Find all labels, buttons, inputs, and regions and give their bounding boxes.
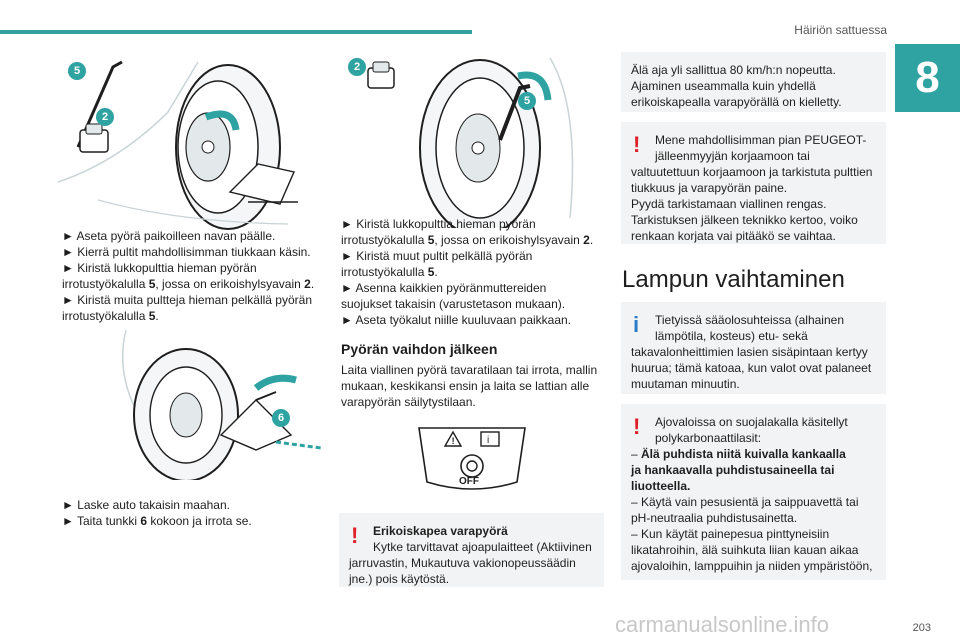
warning-icon: ! (633, 132, 641, 157)
col1-steps-1: ► Aseta pyörä paikoilleen navan päälle. … (62, 229, 315, 323)
section-heading-after-change: Pyörän vaihdon jälkeen (341, 341, 498, 357)
off-label: OFF (459, 476, 479, 487)
lower-jack-illustration (106, 330, 336, 480)
warning-spare-wheel: ! Erikoiskapea varapyörä Kytke tarvittav… (339, 513, 604, 587)
wheel-bolt-illustration-1 (58, 52, 320, 232)
warning-visit-dealer: ! Mene mahdollisimman pian PEUGEOT- jäll… (621, 122, 886, 244)
badge-2-col2: 2 (348, 58, 366, 76)
warning-icon: ! (351, 523, 359, 548)
warning-icon: ! (633, 414, 641, 439)
info-condensation: i Tietyissä sääolosuhteissa (alhainen lä… (621, 302, 886, 394)
note-speed-limit: Älä aja yli sallittua 80 km/h:n nopeutta… (621, 52, 886, 112)
col2-steps: ► Kiristä lukkopulttia hieman pyörän irr… (341, 217, 594, 327)
badge-5-col1: 5 (68, 62, 86, 80)
svg-text:!: ! (452, 436, 455, 446)
after-change-body: Laita viallinen pyörä tavaratilaan tai i… (341, 363, 598, 409)
driving-assist-off-button: ! i OFF (417, 426, 527, 492)
warning-headlamp-cleaning: ! Ajovaloissa on suojalakalla käsitellyt… (621, 404, 886, 580)
badge-2-col1: 2 (96, 108, 114, 126)
info-icon: i (633, 312, 640, 337)
section-heading-lamp-change: Lampun vaihtaminen (622, 266, 845, 293)
page-number: 203 (912, 622, 931, 634)
wheel-bolt-illustration-2 (340, 48, 602, 228)
watermark: carmanualsonline.info (615, 612, 830, 637)
col1-steps-2: ► Laske auto takaisin maahan. ► Taita tu… (62, 498, 252, 528)
top-accent-bar (0, 30, 472, 34)
badge-6: 6 (272, 409, 290, 427)
chapter-number-tab: 8 (895, 44, 960, 112)
badge-5-col2: 5 (518, 92, 536, 110)
header-title: Häiriön sattuessa (794, 23, 887, 37)
svg-text:i: i (487, 435, 489, 446)
